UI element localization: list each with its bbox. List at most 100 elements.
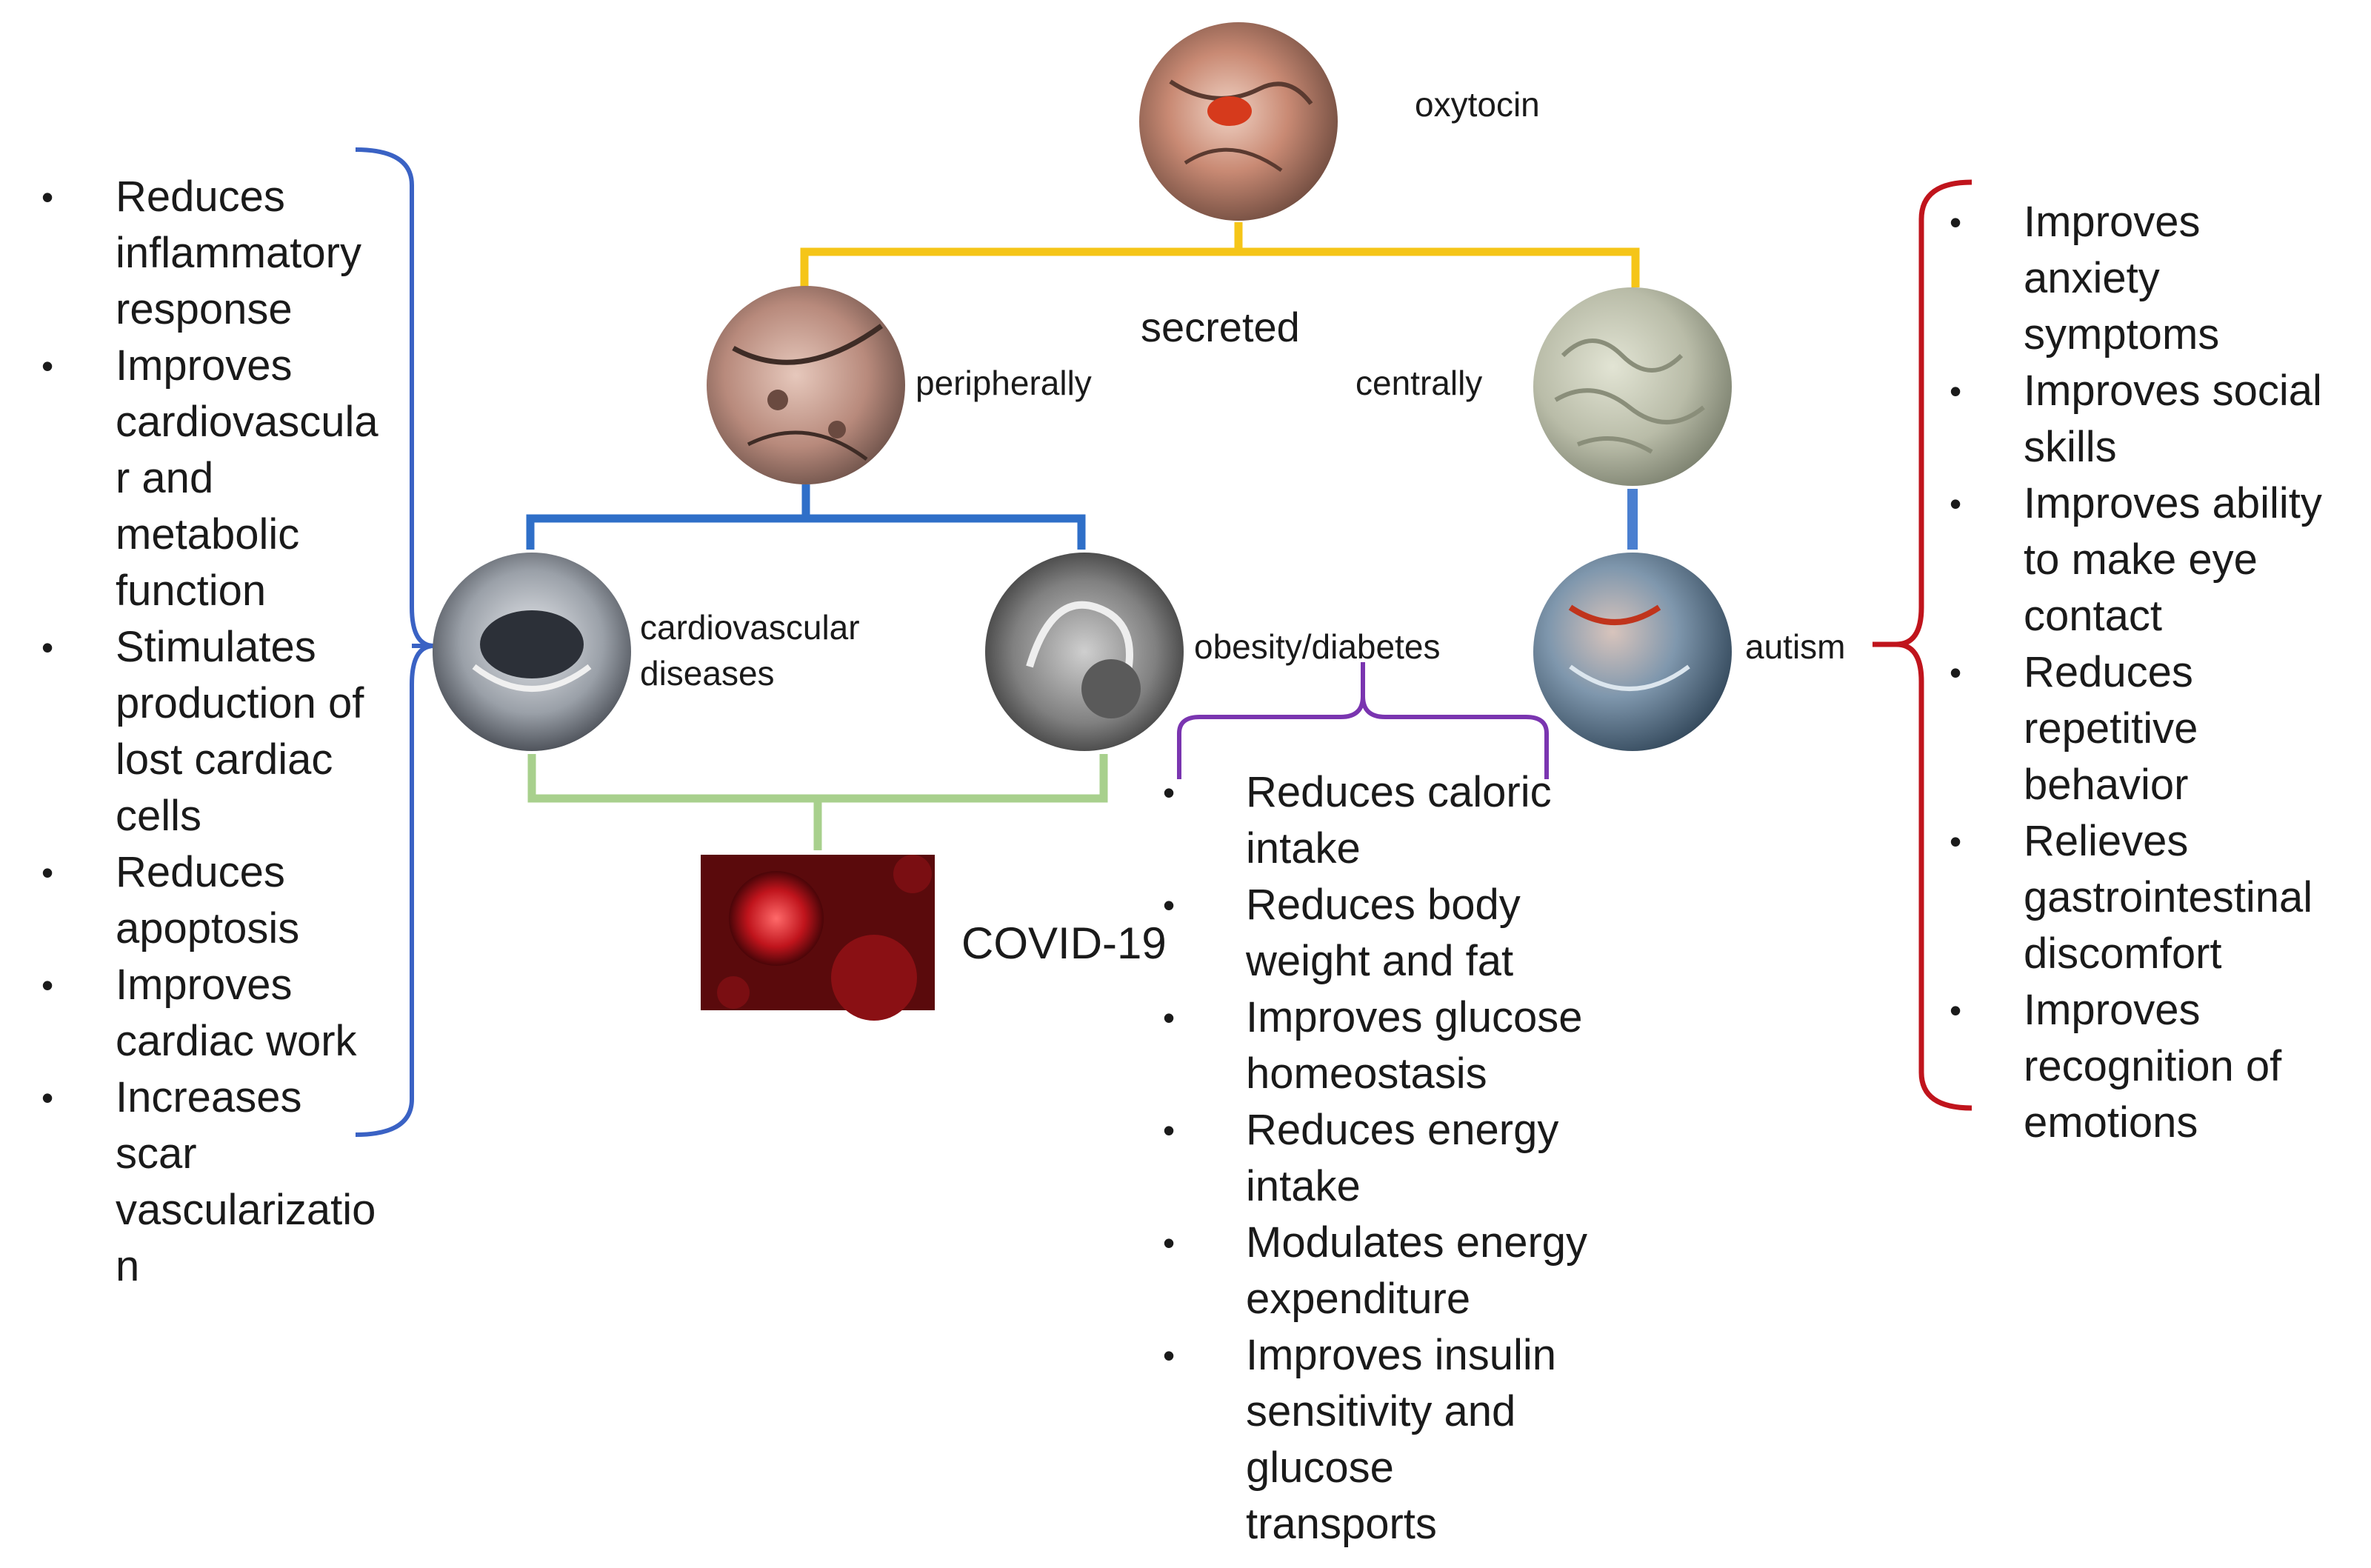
- bullet-dot: •: [1163, 1224, 1176, 1262]
- effect-line: glucose: [1246, 1444, 1394, 1492]
- effect-line: weight and fat: [1246, 937, 1514, 985]
- bullet-dot: •: [1950, 653, 1962, 692]
- effect-line: Improves glucose: [1246, 993, 1583, 1041]
- bullet-dot: •: [1950, 372, 1962, 410]
- effect-line: repetitive: [2024, 704, 2198, 753]
- effect-line: Reduces body: [1246, 881, 1521, 929]
- effect-item: • Improves cardiac work: [41, 957, 404, 1070]
- effect-line: n: [116, 1242, 140, 1290]
- effect-item: • Reduces repetitive behavior: [1950, 644, 2364, 813]
- effect-line: to make eye: [2024, 536, 2258, 584]
- obesity-effects-list: • Reduces caloric intake • Reduces body weigh…: [1163, 764, 1681, 1552]
- effect-line: anxiety: [2024, 254, 2160, 302]
- effect-line: emotions: [2024, 1098, 2198, 1147]
- effect-line: Increases: [116, 1073, 302, 1121]
- effect-item: • Improves social skills: [1950, 363, 2364, 476]
- effect-line: cardiovascula: [116, 398, 379, 446]
- covid-19-label: COVID-19: [961, 918, 1167, 968]
- bullet-dot: •: [41, 347, 54, 385]
- effect-line: Improves: [2024, 198, 2201, 246]
- effect-line: metabolic: [116, 510, 300, 558]
- obesity-image: [985, 553, 1184, 751]
- bullet-dot: •: [41, 178, 54, 216]
- effect-item: • Improves recognition of emotions: [1950, 982, 2364, 1151]
- effect-line: behavior: [2024, 761, 2189, 809]
- effect-line: function: [116, 567, 267, 615]
- effect-line: vascularizatio: [116, 1186, 376, 1234]
- effect-line: recognition of: [2024, 1042, 2282, 1090]
- effect-line: Reduces energy: [1246, 1106, 1559, 1154]
- effect-item: • Reduces caloric intake: [1163, 764, 1681, 877]
- effect-line: lost cardiac: [116, 735, 333, 784]
- effect-line: Improves insulin: [1246, 1331, 1557, 1379]
- effect-line: gastrointestinal: [2024, 873, 2313, 921]
- effect-line: Reduces: [2024, 648, 2193, 696]
- effect-item: • Improves cardiovascula r and metabolic func…: [41, 338, 404, 619]
- effect-line: Reduces: [116, 848, 285, 896]
- effect-line: Improves: [116, 961, 293, 1009]
- effect-line: inflammatory: [116, 229, 361, 277]
- effect-line: cells: [116, 792, 202, 840]
- effect-line: Improves: [2024, 986, 2201, 1034]
- bullet-dot: •: [41, 853, 54, 892]
- peripherally-label: peripherally: [916, 364, 1092, 402]
- oxytocin-label: oxytocin: [1415, 85, 1540, 124]
- effect-line: discomfort: [2024, 930, 2222, 978]
- effect-line: cardiac work: [116, 1017, 357, 1065]
- bullet-dot: •: [1163, 998, 1176, 1037]
- bullet-dot: •: [1163, 1336, 1176, 1375]
- peripheral-connector: [526, 484, 1086, 550]
- bullet-dot: •: [1163, 773, 1176, 812]
- effect-line: production of: [116, 679, 364, 727]
- effect-line: Improves ability: [2024, 479, 2322, 527]
- effect-line: expenditure: [1246, 1275, 1471, 1323]
- covid-connector: [527, 754, 1108, 850]
- covid-image: [701, 855, 935, 1021]
- effect-line: Reduces caloric: [1246, 768, 1552, 816]
- effect-line: contact: [2024, 592, 2162, 640]
- effect-line: Improves: [116, 341, 293, 390]
- effect-line: intake: [1246, 824, 1361, 873]
- effect-line: transports: [1246, 1500, 1437, 1548]
- peripheral-image: [707, 286, 905, 484]
- effect-line: Improves social: [2024, 367, 2322, 415]
- bullet-dot: •: [41, 966, 54, 1004]
- secreted-label: secreted: [1141, 304, 1300, 350]
- autism-label: autism: [1745, 627, 1846, 666]
- bullet-dot: •: [1950, 822, 1962, 861]
- bullet-dot: •: [1163, 1111, 1176, 1150]
- effect-line: r and: [116, 454, 214, 502]
- effect-line: Reduces: [116, 173, 285, 221]
- bullet-dot: •: [1950, 991, 1962, 1030]
- brain-image: [1533, 287, 1732, 486]
- effect-line: skills: [2024, 423, 2117, 471]
- effect-item: • Improves ability to make eye contact: [1950, 476, 2364, 644]
- bullet-dot: •: [41, 628, 54, 667]
- secreted-connector: [800, 222, 1640, 287]
- effect-item: • Stimulates production of lost cardiac cell…: [41, 619, 404, 844]
- bullet-dot: •: [1950, 484, 1962, 523]
- effect-line: Stimulates: [116, 623, 316, 671]
- middle-bracket: [1177, 662, 1549, 779]
- obesity-diabetes-label: obesity/diabetes: [1194, 627, 1441, 666]
- centrally-label: centrally: [1355, 364, 1483, 402]
- bullet-dot: •: [1950, 203, 1962, 241]
- oxytocin-image: [1139, 22, 1338, 221]
- cardiovascular-label: cardiovascular diseases: [640, 608, 860, 693]
- right-bracket: [1873, 179, 1973, 1111]
- bullet-dot: •: [41, 1078, 54, 1117]
- bullet-dot: •: [1163, 886, 1176, 924]
- cardiovascular-image: [433, 553, 631, 751]
